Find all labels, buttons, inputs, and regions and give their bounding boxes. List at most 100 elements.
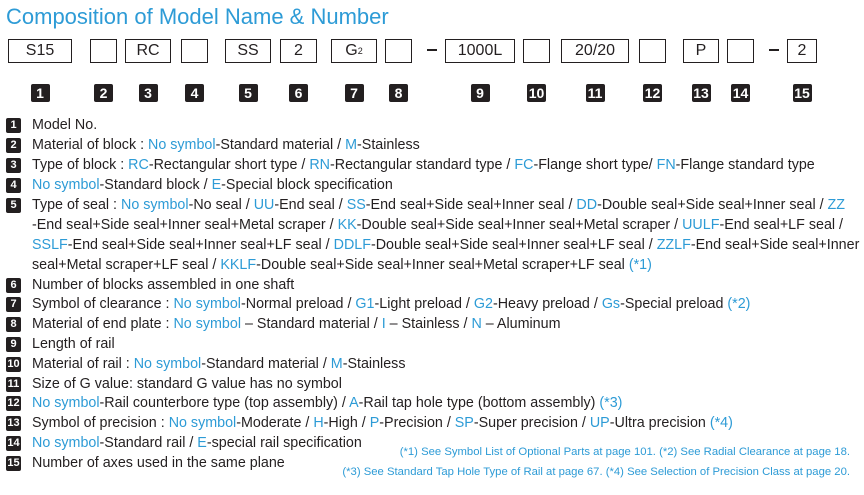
code-box-5: SS — [225, 39, 271, 63]
code-box-8 — [385, 39, 412, 63]
code-box-10 — [523, 39, 550, 63]
legend-segment: -End seal / — [274, 197, 347, 213]
separator-dash — [427, 49, 437, 51]
legend-symbol: FN — [656, 157, 676, 173]
legend-symbol: KKLF — [220, 257, 257, 273]
legend-symbol: H — [313, 415, 324, 431]
legend-symbol: No symbol — [173, 316, 242, 332]
legend-text: No symbol-Rail counterbore type (top ass… — [32, 394, 622, 414]
legend-segment: Type of block : — [32, 157, 129, 173]
code-box-14 — [727, 39, 754, 63]
code-box-value: S15 — [25, 42, 55, 59]
legend-symbol: DD — [576, 197, 598, 213]
legend-text: Number of axes used in the same plane — [32, 455, 285, 471]
legend-number-badge: 6 — [6, 278, 21, 293]
code-box-1: S15 — [8, 39, 72, 63]
legend-symbol: UU — [253, 197, 275, 213]
legend-text: Type of seal : No symbol-No seal / UU-En… — [32, 196, 845, 216]
code-box-value: 20/20 — [574, 42, 616, 59]
legend-symbol: UULF — [682, 217, 720, 233]
legend-symbol: No symbol — [32, 177, 100, 193]
legend-symbol: No symbol — [32, 395, 100, 411]
legend-symbol: G1 — [355, 296, 375, 312]
position-badge-2: 2 — [94, 84, 113, 102]
legend-segment: Type of seal : — [32, 197, 122, 213]
legend-number-badge: 13 — [6, 416, 21, 431]
legend-segment: -Super precision / — [473, 415, 590, 431]
position-badge-5: 5 — [238, 84, 258, 102]
legend-segment: Material of rail : — [32, 356, 134, 372]
code-box-value: 2 — [797, 42, 807, 59]
legend-text: Symbol of precision : No symbol-Moderate… — [32, 414, 733, 434]
legend-segment: -Rail tap hole type (bottom assembly) — [358, 395, 600, 411]
legend-segment: -Double seal+Side seal+Inner seal+Metal … — [356, 217, 683, 233]
legend-symbol: (*2) — [727, 296, 751, 312]
legend-symbol: Gs — [601, 296, 621, 312]
legend-segment: Symbol of precision : — [32, 415, 169, 431]
legend-segment: -Standard material / — [215, 137, 346, 153]
legend-segment: -Double seal+Side seal+Inner seal / — [597, 197, 828, 213]
code-box-subscript: 2 — [357, 46, 363, 56]
position-badge-3: 3 — [138, 84, 158, 102]
legend-number-badge: 12 — [6, 396, 21, 411]
legend-segment: -Stainless — [357, 137, 420, 153]
legend-symbol: (*4) — [709, 415, 733, 431]
legend-symbol: No symbol — [133, 356, 202, 372]
code-box-13: P — [683, 39, 719, 63]
footnote-1-2: (*1) See Symbol List of Optional Parts a… — [399, 446, 850, 458]
legend-symbol: No symbol — [121, 197, 189, 213]
legend-number-badge: 14 — [6, 436, 21, 451]
legend-segment: Material of end plate : — [32, 316, 174, 332]
legend-segment: -Standard block / — [99, 177, 212, 193]
legend-symbol: E — [197, 435, 207, 451]
position-badge-9: 9 — [470, 84, 490, 102]
legend-segment: -End seal+Side seal+Inner seal+LF seal / — [67, 237, 334, 253]
legend-symbol: No symbol — [173, 296, 241, 312]
legend-symbol: KK — [337, 217, 357, 233]
legend-number-badge: 15 — [6, 456, 21, 471]
legend-text: seal+Metal scraper+LF seal / KKLF-Double… — [32, 256, 652, 276]
legend-number-badge: 4 — [6, 178, 21, 193]
code-box-4 — [181, 39, 208, 63]
legend-segment: -Heavy preload / — [492, 296, 602, 312]
legend-symbol: (*3) — [599, 395, 623, 411]
legend-symbol: No symbol — [168, 415, 237, 431]
code-box-3: RC — [125, 39, 171, 63]
legend-symbol: SP — [454, 415, 474, 431]
legend-segment: -special rail specification — [206, 435, 362, 451]
legend-symbol: N — [471, 316, 482, 332]
legend-segment: – Standard material / — [241, 316, 382, 332]
code-box-value: SS — [237, 42, 259, 59]
legend-segment: -No seal / — [188, 197, 254, 213]
code-box-value: RC — [136, 42, 160, 59]
position-badge-10: 10 — [527, 84, 546, 102]
code-box-11: 20/20 — [561, 39, 629, 63]
legend-segment: Material of block : — [32, 137, 149, 153]
legend-number-badge: 7 — [6, 297, 21, 312]
code-box-6: 2 — [280, 39, 317, 63]
position-badge-4: 4 — [185, 84, 204, 102]
legend-symbol: No symbol — [148, 137, 216, 153]
position-badge-11: 11 — [585, 84, 605, 102]
legend-segment: -Special preload — [620, 296, 728, 312]
legend-symbol: FC — [514, 157, 534, 173]
legend-symbol: SS — [346, 197, 366, 213]
code-box-2 — [90, 39, 117, 63]
legend-symbol: (*1) — [628, 257, 652, 273]
legend-segment: -Flange short type/ — [533, 157, 657, 173]
legend-segment: -Moderate / — [236, 415, 314, 431]
legend-symbol: UP — [589, 415, 610, 431]
legend-text: Material of end plate : No symbol – Stan… — [32, 315, 561, 335]
separator-dash — [769, 49, 779, 51]
legend-symbol: P — [369, 415, 380, 431]
legend-text: Model No. — [32, 117, 98, 133]
legend-segment: – Aluminum — [481, 316, 561, 332]
legend-segment: Symbol of clearance : — [32, 296, 174, 312]
position-badge-8: 8 — [389, 84, 408, 102]
legend-text: Material of rail : No symbol-Standard ma… — [32, 355, 405, 375]
code-box-value: 1000L — [457, 42, 503, 59]
legend-symbol: RC — [128, 157, 149, 173]
legend-text: -End seal+Side seal+Inner seal+Metal scr… — [32, 216, 843, 236]
legend-segment: -Double seal+Side seal+Inner seal+Metal … — [256, 257, 629, 273]
